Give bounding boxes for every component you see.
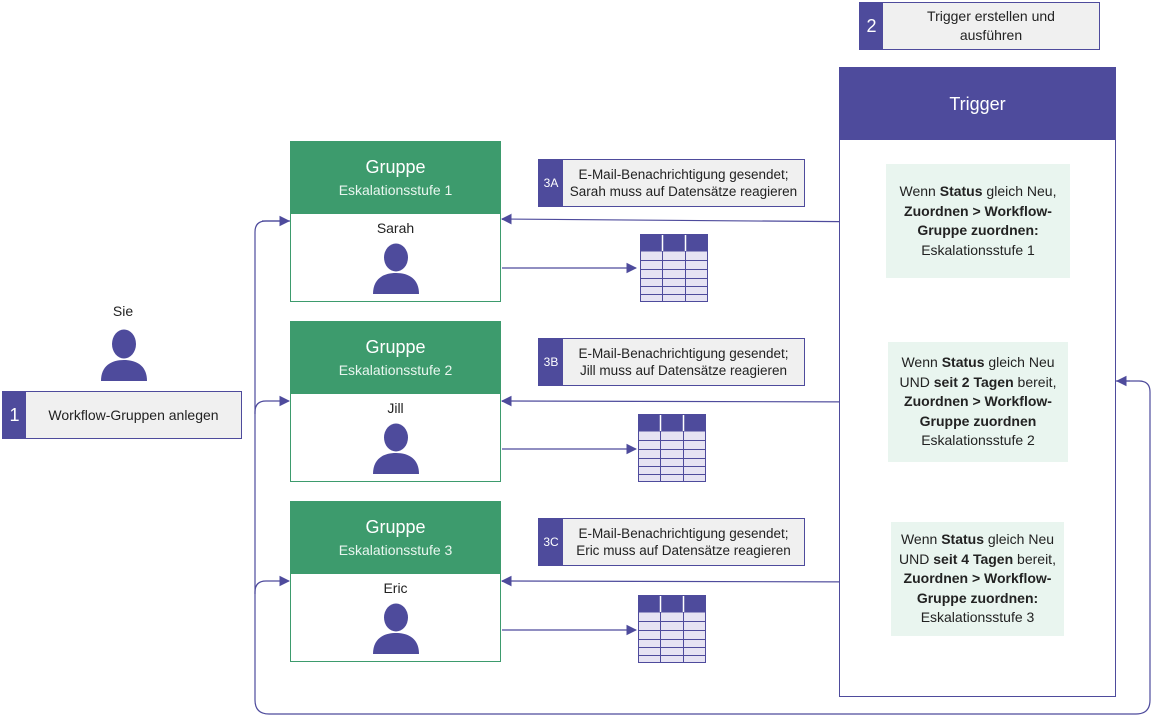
notification-3b-number: 3B (539, 339, 563, 385)
group-escalation-2: Gruppe Eskalationsstufe 2 Jill (290, 321, 501, 482)
group-1-level: Eskalationsstufe 1 (338, 182, 453, 198)
trigger-rule-2: Wenn Status gleich Neu UND seit 2 Tagen … (888, 342, 1068, 462)
arrow-trigger-to-group-1 (500, 213, 887, 225)
notification-3a-line2: Sarah muss auf Datensätze reagieren (569, 184, 798, 199)
notification-3a: 3A E-Mail-Benachrichtigung gesendet; Sar… (538, 159, 805, 207)
group-3-title: Gruppe (365, 517, 426, 537)
person-icon (372, 243, 419, 294)
group-escalation-1: Gruppe Eskalationsstufe 1 Sarah (290, 141, 501, 302)
step-2-label: Trigger erstellen und ausführen (927, 8, 1055, 43)
notification-3c-line1: E-Mail-Benachrichtigung gesendet; (578, 526, 789, 541)
group-1-member: Sarah (376, 220, 415, 236)
group-3-header: Gruppe Eskalationsstufe 3 (291, 502, 500, 574)
records-table-icon (638, 595, 706, 663)
step-2-number: 2 (860, 3, 883, 49)
group-1-header: Gruppe Eskalationsstufe 1 (291, 142, 500, 214)
you-person-icon (101, 329, 147, 381)
arrow-trigger-to-group-3 (500, 575, 891, 587)
notification-3c: 3C E-Mail-Benachrichtigung gesendet; Eri… (538, 518, 805, 566)
step-2-box: 2 Trigger erstellen und ausführen (859, 2, 1100, 50)
person-icon (372, 423, 419, 474)
step-1-number: 1 (3, 392, 26, 438)
group-2-header: Gruppe Eskalationsstufe 2 (291, 322, 500, 394)
step-1-box: 1 Workflow-Gruppen anlegen (2, 391, 242, 439)
notification-3a-number: 3A (539, 160, 563, 206)
group-1-title: Gruppe (365, 157, 426, 177)
group-2-title: Gruppe (365, 337, 426, 357)
notification-3b-line2: Jill muss auf Datensätze reagieren (579, 363, 788, 378)
arrow-trigger-to-group-2 (500, 395, 889, 407)
notification-3b: 3B E-Mail-Benachrichtigung gesendet; Jil… (538, 338, 805, 386)
notification-3c-number: 3C (539, 519, 563, 565)
trigger-title: Trigger (840, 68, 1115, 140)
step-1-label: Workflow-Gruppen anlegen (48, 406, 219, 423)
records-table-icon (638, 414, 706, 482)
notification-3c-line2: Eric muss auf Datensätze reagieren (576, 543, 791, 558)
notification-3a-line1: E-Mail-Benachrichtigung gesendet; (578, 167, 789, 182)
trigger-rule-3: Wenn Status gleich Neu UND seit 4 Tagen … (891, 522, 1064, 636)
group-3-level: Eskalationsstufe 3 (338, 542, 453, 558)
records-table-icon (640, 234, 708, 302)
person-icon (372, 603, 419, 654)
trigger-rule-1: Wenn Status gleich Neu, Zuordnen > Workf… (886, 164, 1070, 278)
group-2-member: Jill (387, 400, 404, 416)
group-3-member: Eric (383, 580, 408, 596)
group-2-level: Eskalationsstufe 2 (338, 362, 453, 378)
notification-3b-line1: E-Mail-Benachrichtigung gesendet; (578, 346, 789, 361)
you-label: Sie (112, 303, 134, 319)
group-escalation-3: Gruppe Eskalationsstufe 3 Eric (290, 501, 501, 662)
bracket-step1-to-groups (254, 220, 1151, 715)
